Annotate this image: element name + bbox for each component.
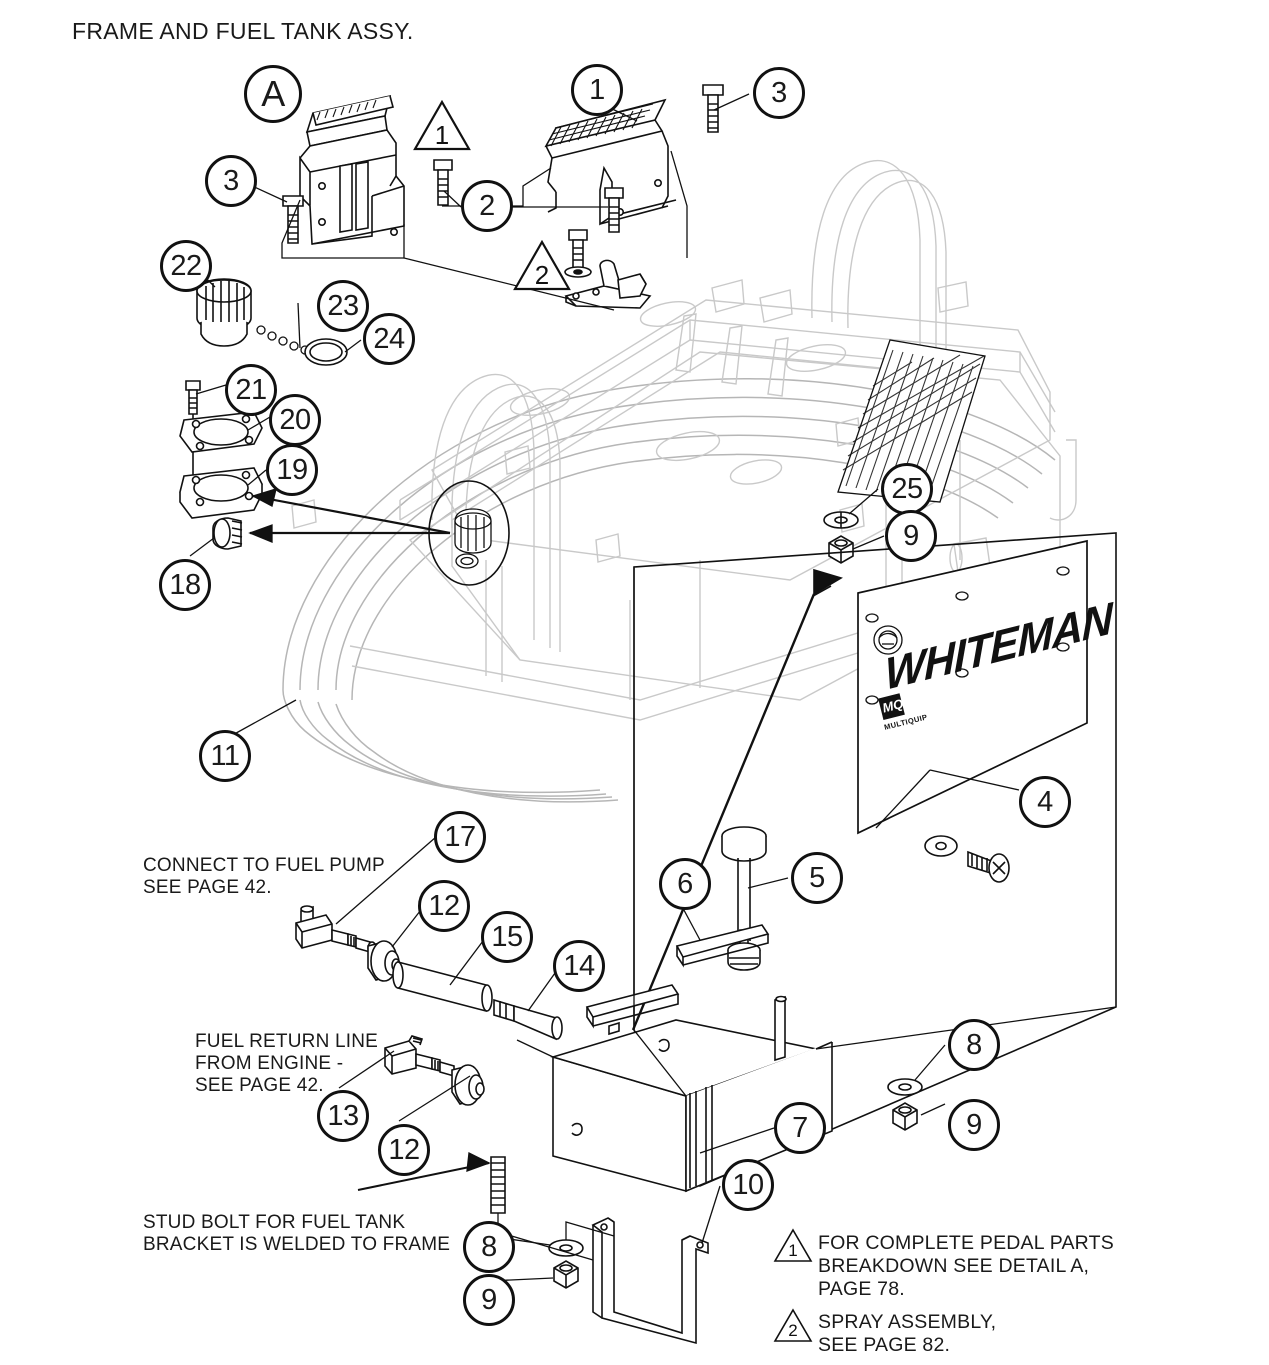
- callout-label: 19: [276, 453, 308, 486]
- callout-3[interactable]: 3: [205, 155, 257, 207]
- callout-label: 1: [589, 73, 605, 106]
- callout-label: 25: [891, 472, 923, 505]
- callout-label: 9: [966, 1108, 982, 1141]
- callout-14[interactable]: 14: [553, 940, 605, 992]
- callout-label: 21: [235, 373, 267, 406]
- svg-text:MQ: MQ: [881, 696, 905, 716]
- callout-label: 14: [563, 949, 595, 982]
- triangle-note-2: 2: [773, 1308, 813, 1344]
- callout-label: 24: [373, 322, 405, 355]
- callout-8[interactable]: 8: [463, 1221, 515, 1273]
- callout-1[interactable]: 1: [571, 64, 623, 116]
- callout-label: 4: [1037, 785, 1053, 818]
- callout-label: 12: [388, 1133, 420, 1166]
- svg-text:WHITEMAN: WHITEMAN: [885, 593, 1115, 700]
- callout-17[interactable]: 17: [434, 811, 486, 863]
- callout-label: 2: [479, 189, 495, 222]
- svg-text:MULTIQUIP: MULTIQUIP: [883, 712, 928, 731]
- callout-7[interactable]: 7: [774, 1102, 826, 1154]
- callout-label: 17: [444, 820, 476, 853]
- svg-text:1: 1: [435, 120, 449, 150]
- callout-22[interactable]: 22: [160, 240, 212, 292]
- note-connect-fuel-pump: CONNECT TO FUEL PUMP SEE PAGE 42.: [143, 855, 385, 898]
- callout-12[interactable]: 12: [418, 880, 470, 932]
- callout-10[interactable]: 10: [722, 1159, 774, 1211]
- callout-A[interactable]: A: [244, 65, 302, 123]
- callout-label: 22: [170, 249, 202, 282]
- callout-label: 3: [771, 76, 787, 109]
- callout-20[interactable]: 20: [269, 394, 321, 446]
- note-fuel-return-line: FUEL RETURN LINE FROM ENGINE - SEE PAGE …: [195, 1031, 379, 1096]
- callout-label: 5: [809, 861, 825, 894]
- callout-label: 10: [732, 1168, 764, 1201]
- callout-label: 9: [481, 1283, 497, 1316]
- callout-label: 18: [169, 568, 201, 601]
- callout-6[interactable]: 6: [659, 858, 711, 910]
- callout-label: 8: [481, 1230, 497, 1263]
- callout-label: 20: [279, 403, 311, 436]
- page-title: FRAME AND FUEL TANK ASSY.: [72, 18, 414, 44]
- callout-label: 3: [223, 164, 239, 197]
- callout-label: 11: [210, 739, 240, 772]
- callout-13[interactable]: 13: [317, 1090, 369, 1142]
- callout-5[interactable]: 5: [791, 852, 843, 904]
- callout-label: 9: [903, 519, 919, 552]
- callout-21[interactable]: 21: [225, 364, 277, 416]
- callout-label: 23: [327, 289, 359, 322]
- callout-label: A: [261, 73, 285, 114]
- callout-18[interactable]: 18: [159, 559, 211, 611]
- callout-15[interactable]: 15: [481, 911, 533, 963]
- callout-8[interactable]: 8: [948, 1019, 1000, 1071]
- svg-text:2: 2: [535, 260, 549, 290]
- callout-label: 12: [428, 889, 460, 922]
- callout-9[interactable]: 9: [463, 1274, 515, 1326]
- callout-23[interactable]: 23: [317, 280, 369, 332]
- note-stud-bolt: STUD BOLT FOR FUEL TANK BRACKET IS WELDE…: [143, 1212, 451, 1255]
- callout-25[interactable]: 25: [881, 463, 933, 515]
- callout-label: 7: [792, 1111, 808, 1144]
- callout-24[interactable]: 24: [363, 313, 415, 365]
- callout-2[interactable]: 2: [461, 180, 513, 232]
- callout-4[interactable]: 4: [1019, 776, 1071, 828]
- callout-label: 6: [677, 867, 693, 900]
- legend-note-2: SPRAY ASSEMBLY, SEE PAGE 82.: [818, 1311, 997, 1356]
- triangle-note-1: 1: [413, 100, 471, 152]
- callout-19[interactable]: 19: [266, 444, 318, 496]
- svg-text:1: 1: [788, 1241, 797, 1260]
- triangle-note-2: 2: [513, 240, 571, 292]
- callout-label: 8: [966, 1028, 982, 1061]
- legend-note-1: FOR COMPLETE PEDAL PARTS BREAKDOWN SEE D…: [818, 1232, 1114, 1300]
- callout-11[interactable]: 11: [199, 730, 251, 782]
- callout-9[interactable]: 9: [885, 510, 937, 562]
- callout-9[interactable]: 9: [948, 1099, 1000, 1151]
- callout-label: 15: [491, 920, 523, 953]
- svg-text:2: 2: [788, 1321, 797, 1340]
- callout-label: 13: [327, 1099, 359, 1132]
- callout-3[interactable]: 3: [753, 67, 805, 119]
- callout-12[interactable]: 12: [378, 1124, 430, 1176]
- triangle-note-1: 1: [773, 1228, 813, 1264]
